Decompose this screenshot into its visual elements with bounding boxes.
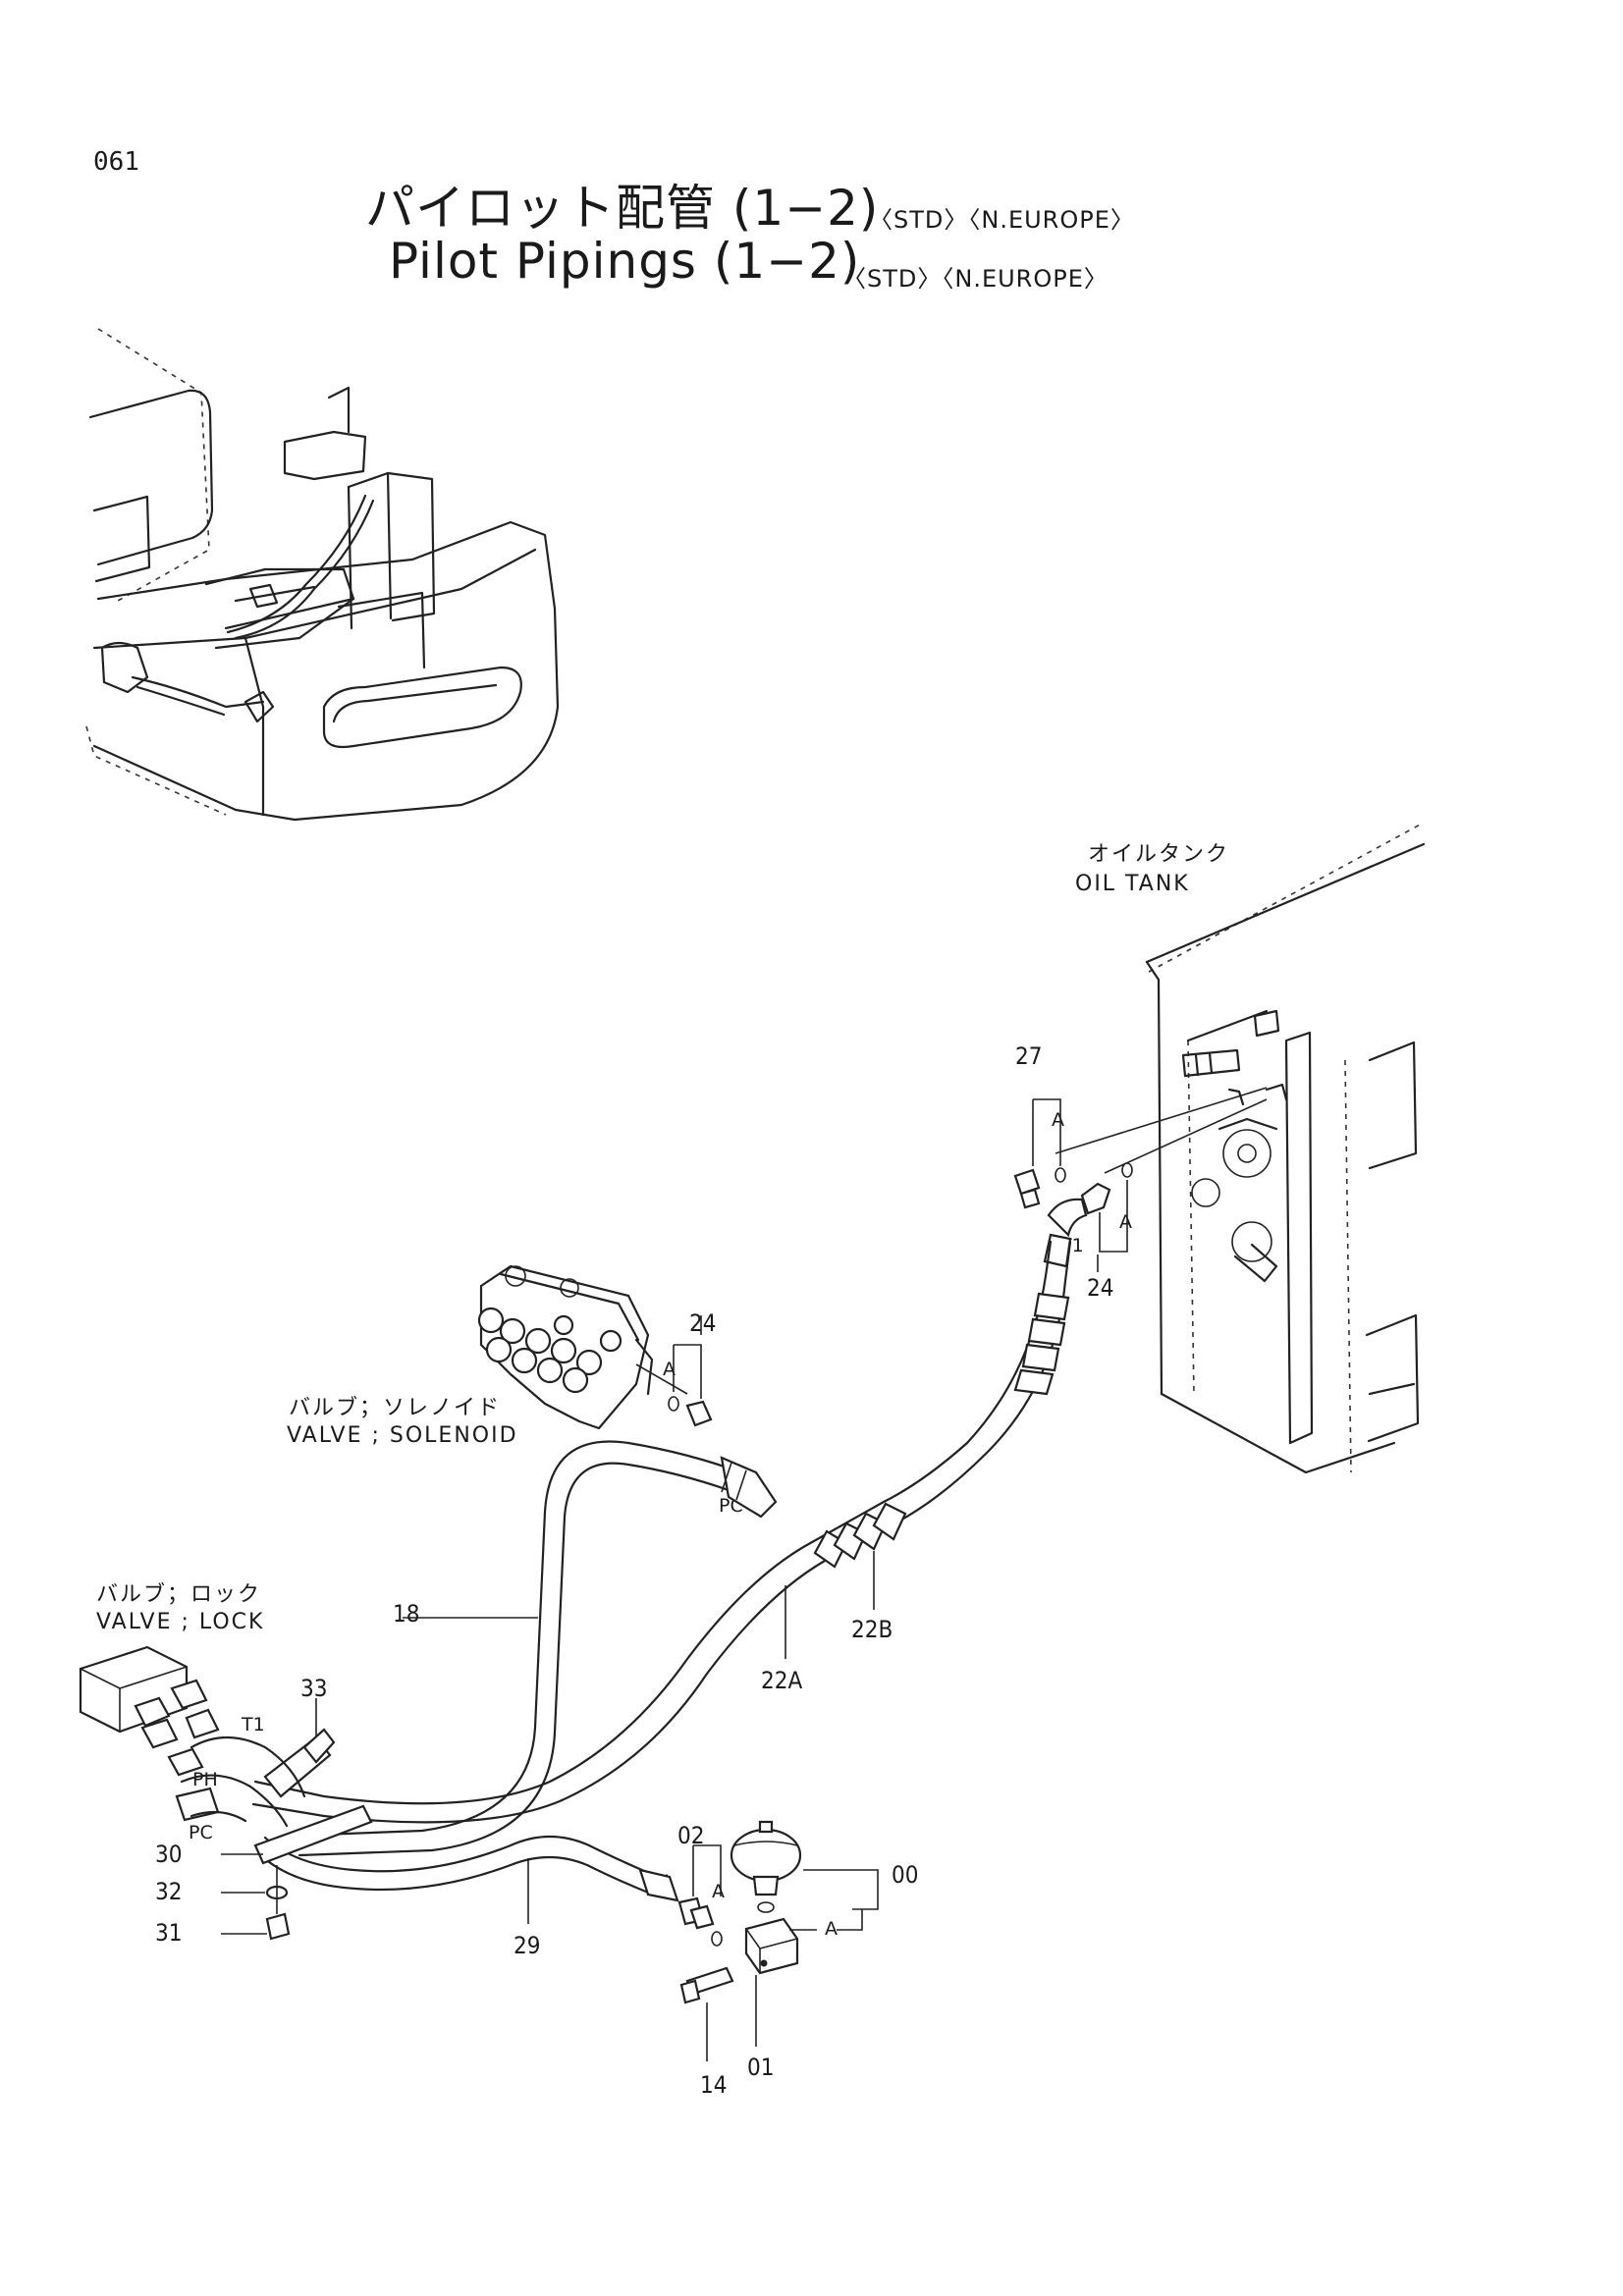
part-number-27: 27 xyxy=(1015,1042,1043,1070)
lock-valve-drawing xyxy=(79,1645,220,1822)
part-number-22a: 22A xyxy=(761,1667,803,1694)
lock-valve-label-en: VALVE ; LOCK xyxy=(96,1610,265,1634)
accumulator-group xyxy=(677,1820,879,2061)
part-number-31: 31 xyxy=(155,1919,183,1947)
part-number-32: 32 xyxy=(155,1878,183,1905)
page-number: 061 xyxy=(93,147,139,177)
part-number-30: 30 xyxy=(155,1841,183,1868)
port-label-t1-lock: T1 xyxy=(242,1714,265,1735)
part-number-24-tank: 24 xyxy=(1087,1274,1114,1302)
part-number-18: 18 xyxy=(393,1600,420,1628)
detail-ref-a-accumulator-right: A xyxy=(825,1918,838,1940)
detail-ref-a-solenoid: A xyxy=(663,1359,676,1380)
part-number-22b: 22B xyxy=(851,1616,893,1643)
part-number-01: 01 xyxy=(747,2054,775,2081)
detail-ref-a-tank-right: A xyxy=(1119,1211,1132,1233)
page-title-english: Pilot Pipings (1−2) xyxy=(389,233,861,290)
variant-tags-english: 〈STD〉〈N.EUROPE〉 xyxy=(842,265,1109,293)
tank-fittings xyxy=(1013,1087,1268,1272)
part-number-00: 00 xyxy=(892,1861,919,1889)
variant-tags-japanese: 〈STD〉〈N.EUROPE〉 xyxy=(869,206,1135,234)
port-label-pc-lock: PC xyxy=(189,1822,213,1843)
part-number-29: 29 xyxy=(514,1932,541,1959)
solenoid-valve-label-en: VALVE ; SOLENOID xyxy=(287,1423,518,1448)
part-number-33: 33 xyxy=(300,1675,328,1702)
lock-valve-label-jp: バルブ；ロック xyxy=(96,1582,262,1607)
page-title-japanese: パイロット配管 (1−2) xyxy=(365,180,880,237)
solenoid-valve-label-jp: バルブ；ソレノイド xyxy=(289,1396,502,1420)
hose-18 xyxy=(293,1440,778,1857)
part-number-14: 14 xyxy=(700,2071,728,2099)
machine-overview-sketch xyxy=(85,328,560,822)
oil-tank-label-jp: オイルタンク xyxy=(1088,842,1230,867)
oil-tank-drawing xyxy=(1145,822,1426,1474)
solenoid-valve-drawing xyxy=(477,1264,713,1430)
part-number-24-solenoid: 24 xyxy=(689,1309,717,1337)
clamp-assembly xyxy=(180,1698,373,1941)
hose-29 xyxy=(261,1835,679,1924)
oil-tank-label-en: OIL TANK xyxy=(1075,872,1190,896)
hose-22 xyxy=(251,1240,1072,1824)
